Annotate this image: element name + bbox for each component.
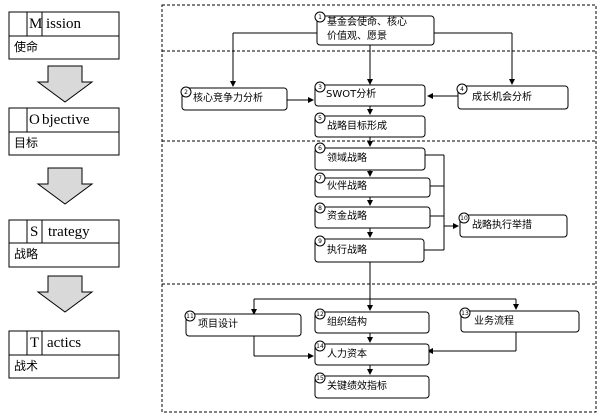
node-human-capital-label: 人力资本 xyxy=(327,349,367,360)
node-number: 5 xyxy=(318,115,322,122)
node-org-structure xyxy=(314,311,430,334)
strategy-zh: 战略 xyxy=(14,247,39,261)
mission-label: ission xyxy=(46,16,82,32)
node-project-design xyxy=(185,313,302,337)
node-core-competency xyxy=(181,87,288,111)
objective-label: bjective xyxy=(42,112,90,128)
down-arrow xyxy=(36,167,94,205)
node-business-process xyxy=(460,310,580,333)
connectors xyxy=(230,32,519,375)
node-number: 10 xyxy=(460,215,468,222)
node-domain-strategy xyxy=(314,147,426,171)
down-arrow xyxy=(36,65,94,103)
node-number: 8 xyxy=(318,205,322,212)
node-number: 2 xyxy=(184,89,188,96)
node-mission-values xyxy=(316,15,435,46)
node-org-structure-label: 组织结构 xyxy=(327,317,367,328)
node-core-competency-label: 核心竞争力分析 xyxy=(193,93,263,104)
node-number: 6 xyxy=(318,145,322,152)
node-growth xyxy=(457,85,569,110)
node-exec-measures xyxy=(459,214,568,238)
node-swot xyxy=(314,84,426,107)
flow-nodes xyxy=(181,15,580,399)
tactics-label: actics xyxy=(47,335,82,351)
node-growth-label: 成长机会分析 xyxy=(472,92,532,103)
node-business-process-label: 业务流程 xyxy=(474,316,514,327)
node-partner-strategy xyxy=(314,177,431,198)
node-strategic-goals xyxy=(314,115,426,138)
number-badges xyxy=(180,11,471,384)
tactics-zh: 战术 xyxy=(14,359,39,373)
node-number: 15 xyxy=(316,375,324,382)
node-mission-values-label: 基金会使命、核心 xyxy=(327,17,407,28)
node-mission-values-label-2: 价值观、愿景 xyxy=(327,31,387,42)
node-human-capital xyxy=(314,343,430,366)
left-column xyxy=(8,11,120,379)
node-number: 3 xyxy=(318,84,322,91)
node-project-design-label: 项目设计 xyxy=(198,319,238,330)
node-fund-strategy-label: 资金战略 xyxy=(327,211,367,222)
node-domain-strategy-label: 领域战略 xyxy=(327,153,367,164)
node-kpi xyxy=(314,375,430,399)
tactics-initial: T xyxy=(30,335,40,351)
node-swot-label: SWOT分析 xyxy=(326,89,377,100)
node-exec-strategy xyxy=(314,238,425,263)
node-exec-measures-label: 战略执行举措 xyxy=(472,220,532,231)
node-number: 14 xyxy=(316,343,324,350)
mission-zh: 使命 xyxy=(14,40,39,54)
node-number: 4 xyxy=(460,86,464,93)
node-number: 11 xyxy=(186,313,194,320)
node-number: 1 xyxy=(318,14,322,21)
node-fund-strategy xyxy=(314,206,431,229)
node-kpi-label: 关键绩效指标 xyxy=(327,381,387,392)
node-number: 12 xyxy=(316,311,324,318)
node-strategic-goals-label: 战略目标形成 xyxy=(327,121,387,132)
node-exec-strategy-label: 执行战略 xyxy=(327,245,367,256)
node-partner-strategy-label: 伙伴战略 xyxy=(327,181,367,192)
flow-frame xyxy=(161,4,597,413)
node-number: 9 xyxy=(318,238,322,245)
node-number: 13 xyxy=(461,310,469,317)
objective-initial: O xyxy=(29,112,40,128)
down-arrow xyxy=(36,275,94,313)
strategy-label: trategy xyxy=(48,224,90,240)
strategy-initial: S xyxy=(30,224,39,240)
objective-zh: 目标 xyxy=(14,136,39,150)
mission-initial: M xyxy=(29,16,43,32)
node-number: 7 xyxy=(318,175,322,182)
